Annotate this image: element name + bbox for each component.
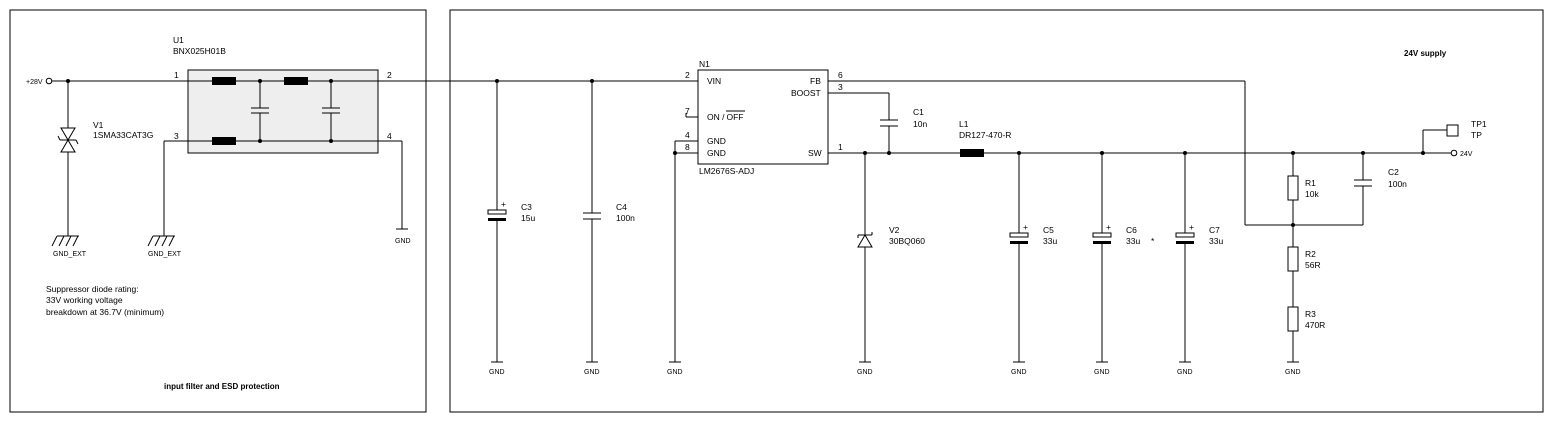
r1-ref: R1 <box>1305 178 1316 188</box>
r1-value: 10k <box>1305 189 1319 199</box>
n1-pin-gnd-a: GND <box>707 136 726 146</box>
c7-capacitor <box>1175 153 1195 363</box>
c3-ref: C3 <box>521 202 532 212</box>
u1-pin2: 2 <box>387 70 392 80</box>
gnd-label-c5: GND <box>1011 369 1027 376</box>
c2-value: 100n <box>1388 179 1407 189</box>
r2-ref: R2 <box>1305 249 1316 259</box>
c2-capacitor <box>1354 153 1372 225</box>
n1-pin-vin: VIN <box>707 76 721 86</box>
u1-internal-cap-1 <box>251 81 269 141</box>
n1-pin-on-off: ON /OFF <box>707 112 743 122</box>
c1-capacitor <box>880 93 898 153</box>
tp1-ref: TP1 <box>1471 119 1487 129</box>
c5-value: 33u <box>1043 236 1057 246</box>
n1-pinnum-fb: 6 <box>838 70 843 80</box>
gnd-label-v2: GND <box>857 369 873 376</box>
u1-value: BNX025H01B <box>173 46 226 56</box>
c7-ref: C7 <box>1209 225 1220 235</box>
n1-pin-sw: SW <box>808 148 822 158</box>
n1-pinnum-sw: 1 <box>838 142 843 152</box>
c4-capacitor <box>583 81 601 363</box>
c2-ref: C2 <box>1388 167 1399 177</box>
u1-pin1: 1 <box>174 70 179 80</box>
note-line-1: Suppressor diode rating: <box>46 284 139 294</box>
gnd-label-r3: GND <box>1285 369 1301 376</box>
u1-pin4: 4 <box>387 131 392 141</box>
l1-inductor <box>960 149 984 157</box>
v1-tvs-diode <box>57 81 79 236</box>
c1-ref: C1 <box>913 107 924 117</box>
u1-ferrite-2 <box>284 77 308 85</box>
c7-plus: + <box>1189 222 1194 232</box>
gnd-label-c4: GND <box>584 369 600 376</box>
r3-resistor <box>1287 306 1299 363</box>
r2-value: 56R <box>1305 260 1321 270</box>
c4-ref: C4 <box>616 202 627 212</box>
input-port: +28V <box>26 77 53 86</box>
gnd-label-c3: GND <box>489 369 505 376</box>
n1-pin-gnd-b: GND <box>707 148 726 158</box>
supply-title: 24V supply <box>1404 49 1447 58</box>
n1-pinnum-boost: 3 <box>838 82 843 92</box>
c6-capacitor <box>1092 153 1112 363</box>
u1-ferrite-1 <box>212 77 236 85</box>
u1-ref: U1 <box>173 35 184 45</box>
gnd-label-u1: GND <box>395 238 411 245</box>
n1-pin-fb: FB <box>810 76 821 86</box>
n1-pin-boost: BOOST <box>791 88 821 98</box>
gnd-label-n1: GND <box>667 369 683 376</box>
c5-ref: C5 <box>1043 225 1054 235</box>
c1-value: 10n <box>913 119 927 129</box>
v2-schottky-diode <box>857 153 873 363</box>
l1-ref: L1 <box>959 119 969 129</box>
r3-ref: R3 <box>1305 309 1316 319</box>
c5-capacitor <box>1009 153 1029 363</box>
n1-ref: N1 <box>699 59 710 69</box>
gnd-label-c6: GND <box>1094 369 1110 376</box>
input-filter-title: input filter and ESD protection <box>164 382 280 391</box>
c5-plus: + <box>1023 222 1028 232</box>
n1-value: LM2676S-ADJ <box>699 166 754 176</box>
c3-plus: + <box>501 199 506 209</box>
c4-value: 100n <box>616 213 635 223</box>
gnd-ext-label-1: GND_EXT <box>53 251 87 258</box>
u1-pin3: 3 <box>174 131 179 141</box>
gnd-ext-symbol-2 <box>147 235 175 247</box>
output-port: 24V <box>1450 149 1473 158</box>
u1-internal-cap-2 <box>322 81 340 141</box>
input-port-label: +28V <box>26 79 43 86</box>
c6-ref: C6 <box>1126 225 1137 235</box>
n1-pinnum-gnd-b: 8 <box>685 142 690 152</box>
c3-capacitor <box>487 81 507 363</box>
r2-resistor <box>1287 246 1299 307</box>
input-filter-frame <box>9 9 427 413</box>
c7-value: 33u <box>1209 236 1223 246</box>
tp1-value: TP <box>1471 130 1482 140</box>
note-line-2: 33V working voltage <box>46 295 123 305</box>
gnd-ext-label-2: GND_EXT <box>148 251 182 258</box>
supply-frame <box>449 9 1544 413</box>
gnd-label-c7: GND <box>1177 369 1193 376</box>
n1-pinnum-vin: 2 <box>685 70 690 80</box>
c3-value: 15u <box>521 213 535 223</box>
v2-ref: V2 <box>889 225 900 235</box>
c6-plus: + <box>1106 222 1111 232</box>
note-line-3: breakdown at 36.7V (minimum) <box>46 307 164 317</box>
r1-resistor <box>1287 153 1299 247</box>
gnd-ext-symbol-1 <box>51 235 79 247</box>
c6-value: 33u <box>1126 236 1140 246</box>
l1-value: DR127-470-R <box>959 130 1011 140</box>
u1-ferrite-3 <box>212 137 236 145</box>
output-port-label: 24V <box>1460 151 1473 158</box>
c6-mark: * <box>1151 236 1155 246</box>
v2-value: 30BQ060 <box>889 236 925 246</box>
n1-pinnum-gnd-a: 4 <box>685 130 690 140</box>
v1-value: 1SMA33CAT3G <box>93 130 153 140</box>
v1-ref: V1 <box>93 120 104 130</box>
n1-pinnum-on-off: 7 <box>685 106 690 116</box>
r3-value: 470R <box>1305 320 1325 330</box>
tp1-test-point <box>1422 124 1459 153</box>
